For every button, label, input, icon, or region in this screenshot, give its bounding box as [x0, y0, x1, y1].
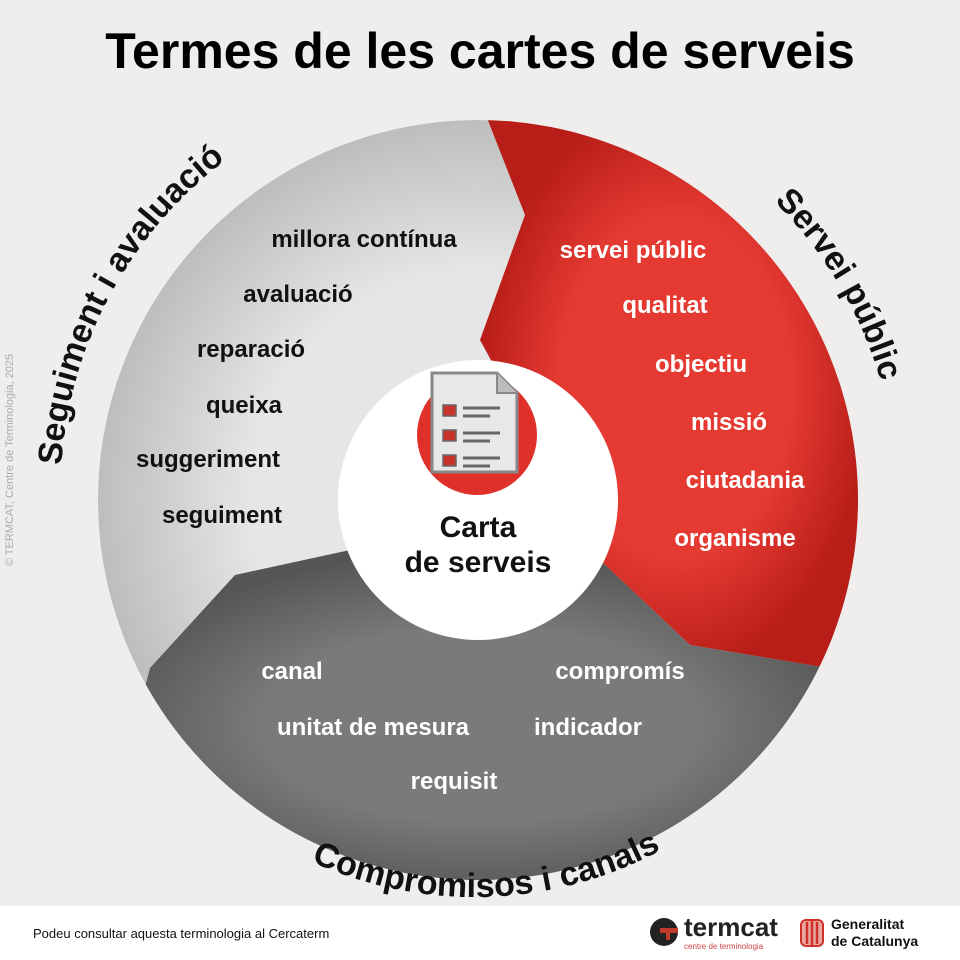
generalitat-emblem-icon [800, 919, 824, 947]
footer: Podeu consultar aquesta terminologia al … [0, 906, 960, 960]
center-line1: Carta [439, 511, 517, 544]
term: canal [261, 658, 323, 685]
cercaterm-note: Podeu consultar aquesta terminologia al … [33, 926, 330, 941]
center-label: Carta de serveis [405, 510, 552, 580]
term: reparació [196, 336, 306, 363]
page-title: Termes de les cartes de serveis [105, 23, 855, 79]
generalitat-line1: Generalitat [831, 916, 905, 932]
term: ciutadania [685, 467, 805, 494]
term: avaluació [243, 281, 353, 308]
term: indicador [533, 714, 643, 741]
term: unitat de mesura [276, 714, 470, 741]
term: missió [690, 409, 768, 436]
termcat-name: termcat [684, 912, 778, 942]
term: qualitat [622, 292, 708, 319]
generalitat-line2: de Catalunya [831, 933, 919, 949]
term: objectiu [654, 351, 748, 378]
term: suggeriment [135, 446, 281, 473]
center-line2: de serveis [404, 546, 552, 579]
term: compromís [555, 658, 685, 685]
term: millora contínua [271, 226, 457, 253]
term: organisme [674, 525, 796, 552]
term: queixa [205, 392, 283, 419]
term: requisit [410, 768, 498, 795]
checklist-document-icon [417, 371, 537, 495]
termcat-subtitle: centre de terminologia [684, 942, 764, 951]
term: seguiment [161, 502, 283, 529]
term: servei públic [559, 237, 707, 264]
termcat-logo-icon [650, 918, 678, 946]
center-circle [338, 360, 618, 640]
segment-compromisos [98, 550, 858, 880]
